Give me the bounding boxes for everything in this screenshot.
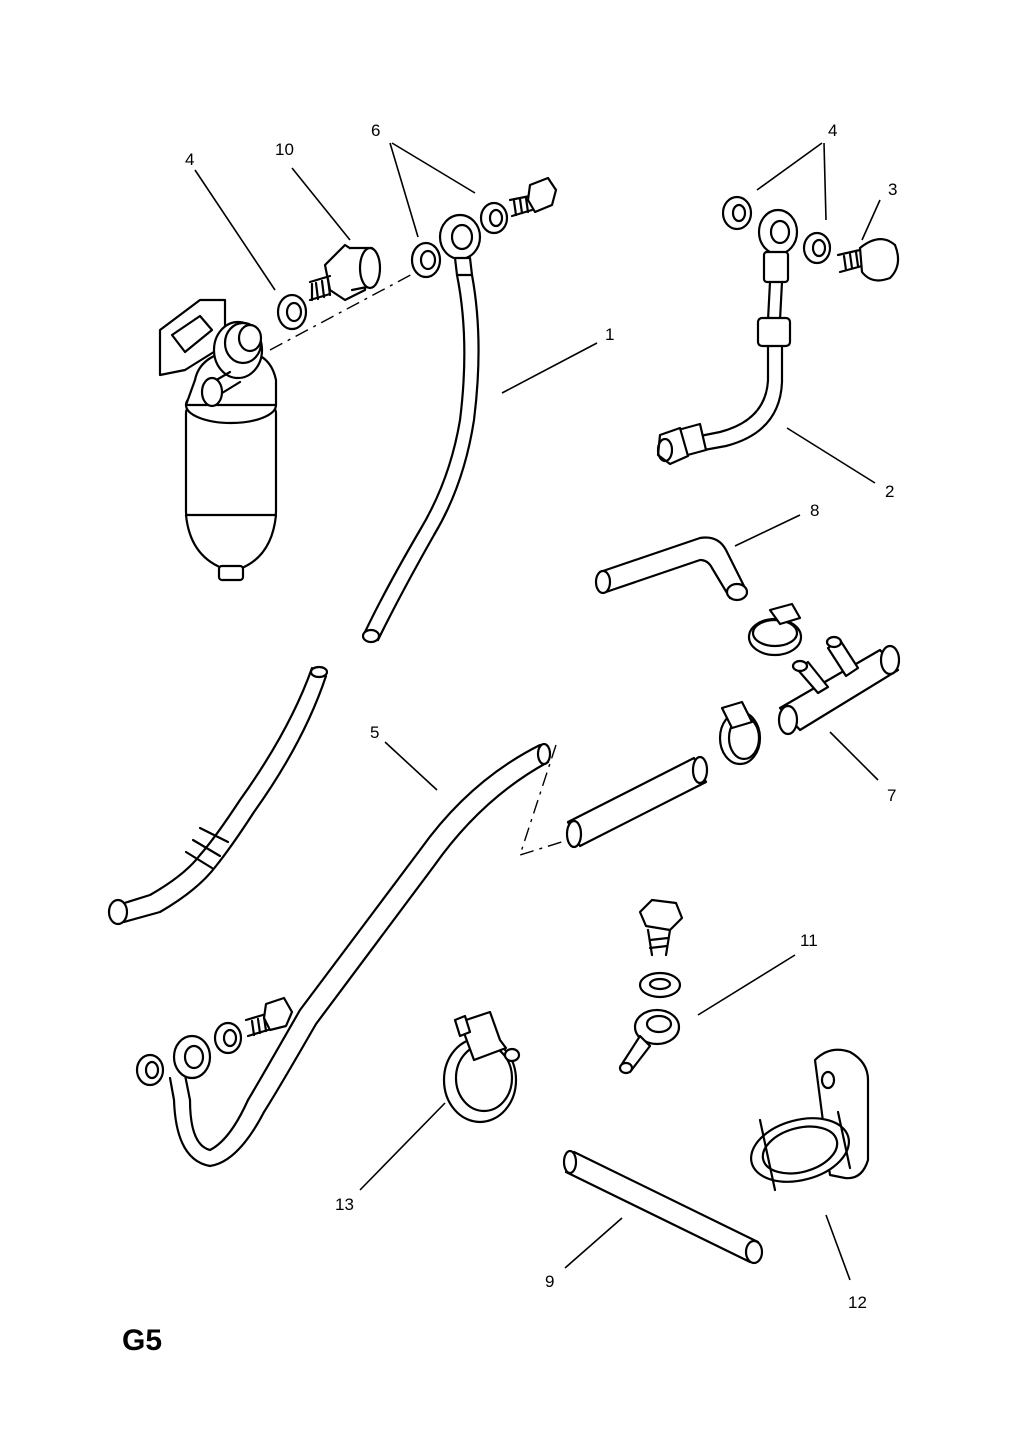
t-piece-part-7 [777, 635, 901, 736]
callout-3: 3 [888, 180, 897, 199]
callout-12: 12 [848, 1293, 867, 1312]
callout-11: 11 [800, 931, 818, 950]
long-hose-part-5 [168, 742, 552, 1168]
banjo-bolt-part-3 [836, 238, 900, 282]
callout-5: 5 [370, 723, 379, 742]
banjo-bolt-part-11 [618, 898, 684, 1075]
straight-hose-part-9 [562, 1149, 764, 1265]
short-hose-middle [518, 744, 709, 857]
callout-10: 10 [275, 140, 294, 159]
callout-1: 1 [605, 325, 614, 344]
callout-4-right: 4 [828, 121, 837, 140]
washer-part-4-right-a [721, 195, 753, 231]
diagram-code: G5 [122, 1324, 162, 1357]
callout-9: 9 [545, 1272, 554, 1291]
washer-part-4-left [276, 293, 308, 331]
leader-lines [194, 142, 881, 1281]
banjo-fitting-lower [172, 1034, 212, 1080]
washer-part-4-right-b [802, 231, 832, 265]
washers-part-6 [410, 201, 509, 279]
elbow-hose-part-8 [594, 536, 749, 602]
callout-13: 13 [335, 1195, 354, 1214]
callout-labels: 1 2 3 4 4 5 6 7 8 9 10 11 12 13 [185, 121, 897, 1312]
fuel-pipe-part-2 [656, 208, 799, 466]
washer-lower-right [213, 1021, 243, 1055]
banjo-bolt-lower [244, 996, 294, 1038]
callout-2: 2 [885, 482, 894, 501]
callout-7: 7 [887, 786, 896, 805]
fuel-filter [158, 269, 421, 582]
callout-6: 6 [371, 121, 380, 140]
banjo-bolt-top [508, 176, 558, 218]
hose-clamp-part-13 [442, 1010, 521, 1124]
callout-8: 8 [810, 501, 819, 520]
callout-4-left: 4 [185, 150, 194, 169]
union-adapter-part-10 [308, 243, 382, 302]
hose-clamp-middle [718, 700, 762, 766]
hose-left-segment [107, 665, 329, 926]
p-clip-bracket-part-12 [749, 1048, 870, 1192]
fuel-hose-part-1 [361, 213, 482, 644]
hose-clamp-upper [747, 602, 803, 657]
washer-lower-left [135, 1053, 165, 1087]
